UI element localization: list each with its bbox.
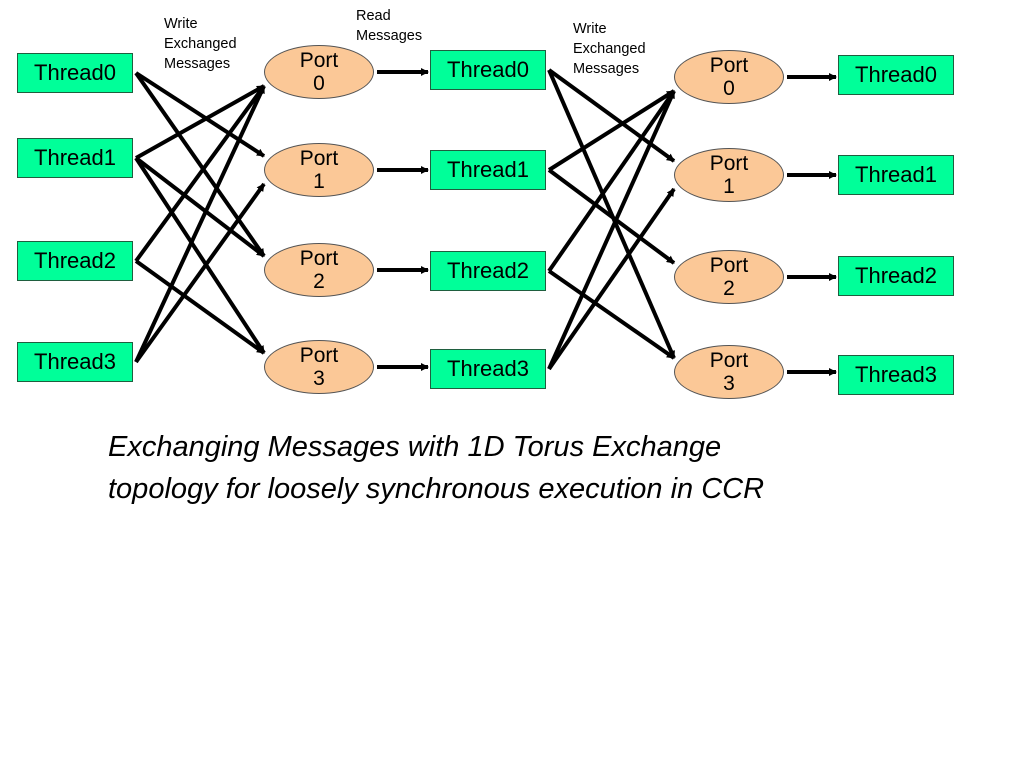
- write-edge-stage1: [135, 84, 265, 160]
- write-edge-stage1: [134, 71, 266, 158]
- threads-3-thread-3: Thread3: [838, 355, 954, 395]
- write-edge-stage2: [547, 89, 676, 172]
- threads-1-thread-0: Thread0: [17, 53, 133, 93]
- write-edge-stage2: [547, 269, 676, 360]
- stage-label-line: Write: [164, 16, 198, 32]
- stage-label-line: Exchanged: [164, 36, 237, 52]
- port-label-line: Port: [299, 247, 339, 270]
- write-edge-stage2: [547, 90, 676, 370]
- threads-1-thread-1: Thread1: [17, 138, 133, 178]
- write-edge-stage2: [547, 187, 676, 371]
- stage-label-line: Messages: [356, 28, 423, 44]
- write-edge-stage2: [547, 168, 676, 265]
- threads-1-thread-3: Thread3: [17, 342, 133, 382]
- port-label-line: 3: [723, 372, 735, 395]
- write-edge-stage2: [547, 89, 676, 273]
- port-label-line: Port: [299, 344, 339, 367]
- port-label-line: 0: [313, 72, 325, 95]
- stage-label-line: Read: [356, 8, 391, 24]
- stage-label-line: Exchanged: [573, 41, 646, 57]
- write-edge-stage1: [134, 71, 266, 258]
- port-label-line: 0: [723, 77, 735, 100]
- port-label-line: Port: [709, 349, 749, 372]
- write-edge-stage1: [134, 85, 266, 363]
- port-label-line: Port: [709, 54, 749, 77]
- threads-2-thread-0: Thread0: [430, 50, 546, 90]
- diagram-caption: Exchanging Messages with 1D Torus Exchan…: [108, 426, 968, 510]
- port-label-line: 1: [313, 170, 325, 193]
- threads-1-thread-2: Thread2: [17, 241, 133, 281]
- threads-2-thread-1: Thread1: [430, 150, 546, 190]
- caption-line-2: topology for loosely synchronous executi…: [108, 473, 765, 505]
- threads-2-thread-2: Thread2: [430, 251, 546, 291]
- threads-2-thread-3: Thread3: [430, 349, 546, 389]
- port-label-line: 3: [313, 367, 325, 390]
- caption-line-1: Exchanging Messages with 1D Torus Exchan…: [108, 431, 722, 463]
- write-edge-stage1: [134, 84, 266, 263]
- threads-3-thread-1: Thread1: [838, 155, 954, 195]
- write-edge-stage1: [134, 156, 266, 258]
- write-edge-stage1: [134, 182, 266, 364]
- write-edge-stage2: [547, 68, 676, 163]
- stage-label-line: Messages: [573, 61, 640, 77]
- port-label-line: 2: [313, 270, 325, 293]
- port-label-line: Port: [299, 49, 339, 72]
- write-edge-stage2: [547, 69, 676, 359]
- stage-label-line: Messages: [164, 56, 231, 72]
- port-label-line: 1: [723, 175, 735, 198]
- port-label-line: Port: [299, 147, 339, 170]
- port-label-line: 2: [723, 277, 735, 300]
- threads-3-thread-0: Thread0: [838, 55, 954, 95]
- write-edge-stage1: [134, 259, 266, 355]
- port-label-line: Port: [709, 152, 749, 175]
- stage-label-line: Write: [573, 21, 607, 37]
- threads-3-thread-2: Thread2: [838, 256, 954, 296]
- port-label-line: Port: [709, 254, 749, 277]
- write-edge-stage1: [134, 156, 266, 355]
